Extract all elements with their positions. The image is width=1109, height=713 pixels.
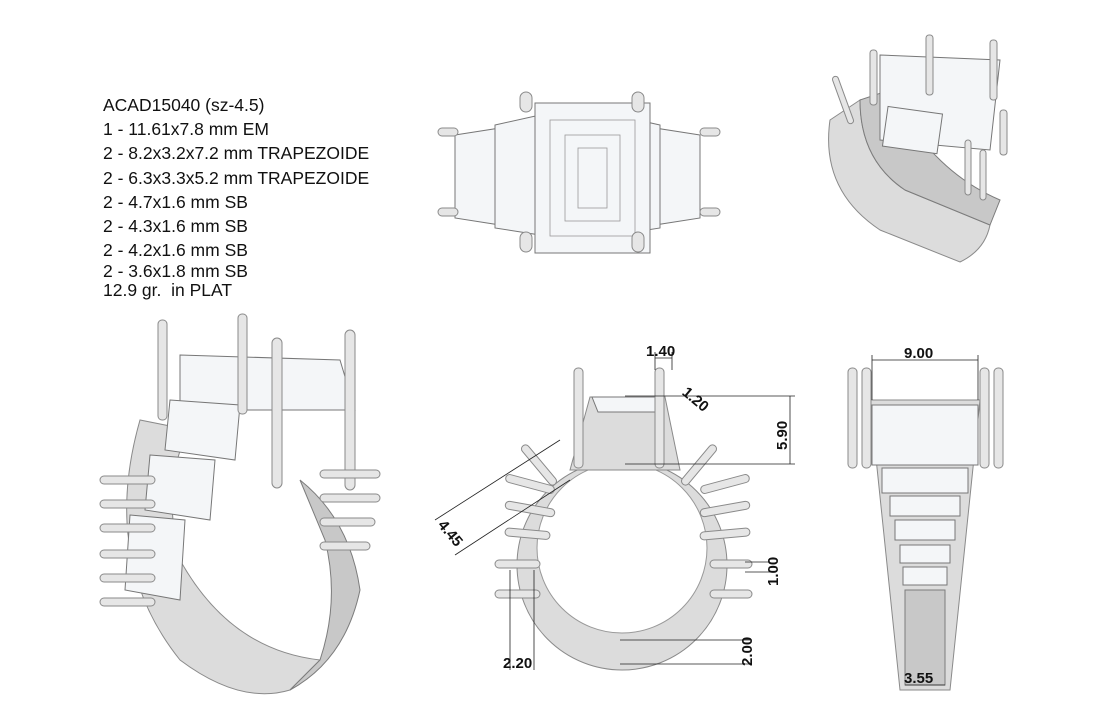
trapezoid-stone-left bbox=[454, 127, 501, 226]
side-view: 1.40 1.20 5.90 4.45 1.00 2.00 2.20 bbox=[434, 343, 795, 672]
dim-setting-height: 5.90 bbox=[774, 421, 791, 450]
dim-top-width: 9.00 bbox=[904, 345, 933, 362]
spec-list: ACAD15040 (sz-4.5) 1 - 11.61x7.8 mm EM 2… bbox=[103, 93, 369, 300]
dim-side-prong: 1.00 bbox=[765, 557, 782, 586]
spec-stone: 2 - 8.2x3.2x7.2 mm TRAPEZOIDE bbox=[103, 143, 370, 164]
front-view: 9.00 3.55 bbox=[847, 345, 1004, 691]
spec-stone: 2 - 3.6x1.8 mm SB bbox=[103, 261, 248, 282]
spec-stone: 1 - 11.61x7.8 mm EM bbox=[103, 119, 269, 140]
spec-stone: 2 - 6.3x3.3x5.2 mm TRAPEZOIDE bbox=[103, 167, 370, 188]
dim-shank-width: 2.20 bbox=[503, 655, 532, 672]
spec-title: ACAD15040 (sz-4.5) bbox=[103, 95, 265, 115]
dim-prong-gap: 1.20 bbox=[679, 384, 712, 416]
spec-stone: 2 - 4.7x1.6 mm SB bbox=[103, 191, 248, 212]
trapezoid-stone-left-inner bbox=[494, 114, 541, 236]
perspective-view bbox=[99, 313, 381, 695]
dim-bottom-width: 3.55 bbox=[904, 670, 933, 687]
top-view bbox=[437, 91, 721, 254]
spec-stone: 2 - 4.3x1.6 mm SB bbox=[103, 216, 248, 237]
angled-view bbox=[828, 34, 1008, 263]
trapezoid-stone-right bbox=[654, 127, 701, 226]
dim-prong-width: 1.40 bbox=[646, 343, 675, 360]
spec-weight: 12.9 gr. in PLAT bbox=[103, 280, 233, 301]
spec-stone: 2 - 4.2x1.6 mm SB bbox=[103, 240, 248, 261]
dim-shoulder-length: 4.45 bbox=[434, 517, 466, 550]
emerald-center-stone bbox=[534, 102, 651, 254]
dim-shank-thickness: 2.00 bbox=[739, 637, 756, 666]
